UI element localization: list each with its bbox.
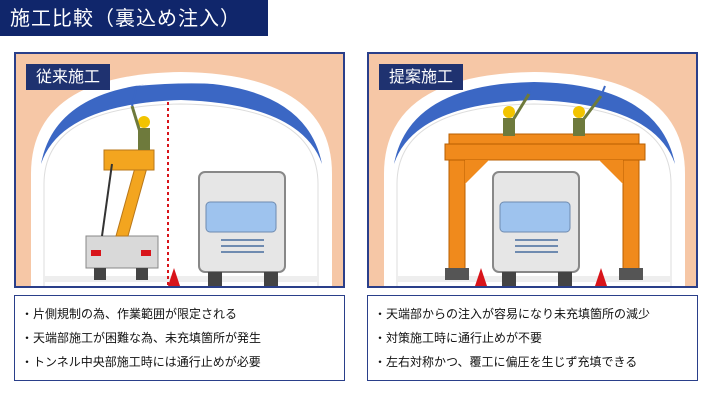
page-title: 施工比較（裏込め注入） — [0, 0, 268, 36]
proposed-method-label: 提案施工 — [379, 64, 464, 90]
note-item: 天端部施工が困難な為、未充填箇所が発生 — [21, 326, 338, 350]
proposed-method-notes: 天端部からの注入が容易になり未充填箇所の減少 対策施工時に通行止めが不要 左右対… — [367, 295, 698, 381]
traffic-cone — [475, 268, 487, 286]
note-item: 対策施工時に通行止めが不要 — [374, 326, 691, 350]
conventional-method-illustration — [16, 54, 343, 286]
note-item: 天端部からの注入が容易になり未充填箇所の減少 — [374, 302, 691, 326]
worker-figure — [573, 85, 606, 136]
note-item: トンネル中央部施工時には通行止めが必要 — [21, 350, 338, 374]
conventional-method-notes: 片側規制の為、作業範囲が限定される 天端部施工が困難な為、未充填箇所が発生 トン… — [14, 295, 345, 381]
proposed-method-panel: 提案施工 — [367, 52, 698, 288]
note-item: 左右対称かつ、覆工に偏圧を生じず充填できる — [374, 350, 691, 374]
note-item: 片側規制の為、作業範囲が限定される — [21, 302, 338, 326]
worker-figure — [503, 83, 532, 136]
conventional-method-label: 従来施工 — [26, 64, 111, 90]
truck-front — [198, 171, 286, 286]
traffic-cone — [168, 268, 180, 286]
truck-front — [492, 171, 580, 286]
aerial-lift-truck — [85, 149, 159, 280]
void-band — [41, 82, 322, 164]
conventional-method-panel: 従来施工 — [14, 52, 345, 288]
gantry-scaffold — [444, 133, 646, 280]
worker-figure — [130, 89, 150, 150]
proposed-method-illustration — [369, 54, 696, 286]
traffic-cone — [595, 268, 607, 286]
